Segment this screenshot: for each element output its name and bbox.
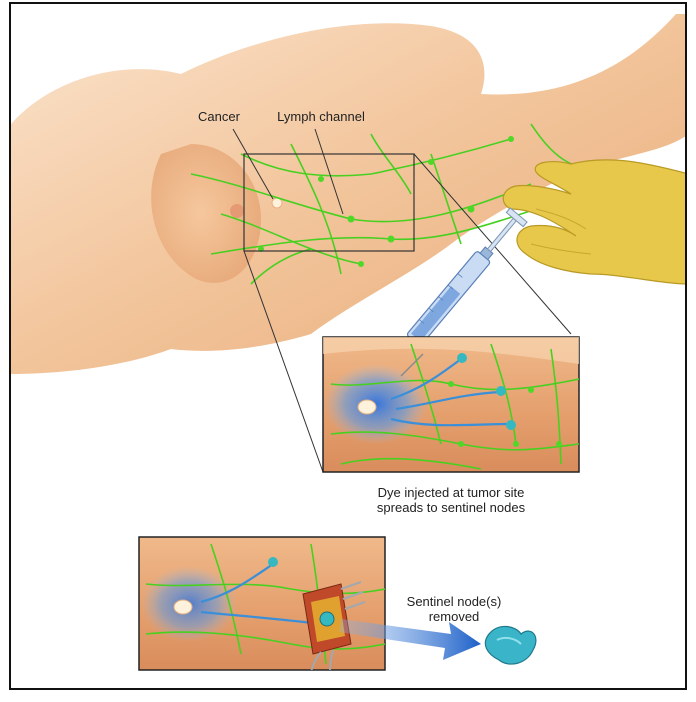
sentinel-node-biopsy-illustration (11, 4, 687, 690)
diagram-frame: Cancer Lymph channel Dye injected at tum… (9, 2, 687, 690)
cancer-label: Cancer (189, 109, 249, 124)
removal-inset-panel (139, 537, 385, 690)
sentinel-node-icon (485, 626, 536, 664)
removed-caption-line1: Sentinel node(s) (399, 594, 509, 609)
lymph-channel-label: Lymph channel (266, 109, 376, 124)
dye-caption-line1: Dye injected at tumor site (351, 485, 551, 500)
dye-inset-panel (323, 337, 579, 472)
nipple (230, 204, 244, 218)
dye-caption-line2: spreads to sentinel nodes (351, 500, 551, 515)
removed-caption-line2: removed (399, 609, 509, 624)
